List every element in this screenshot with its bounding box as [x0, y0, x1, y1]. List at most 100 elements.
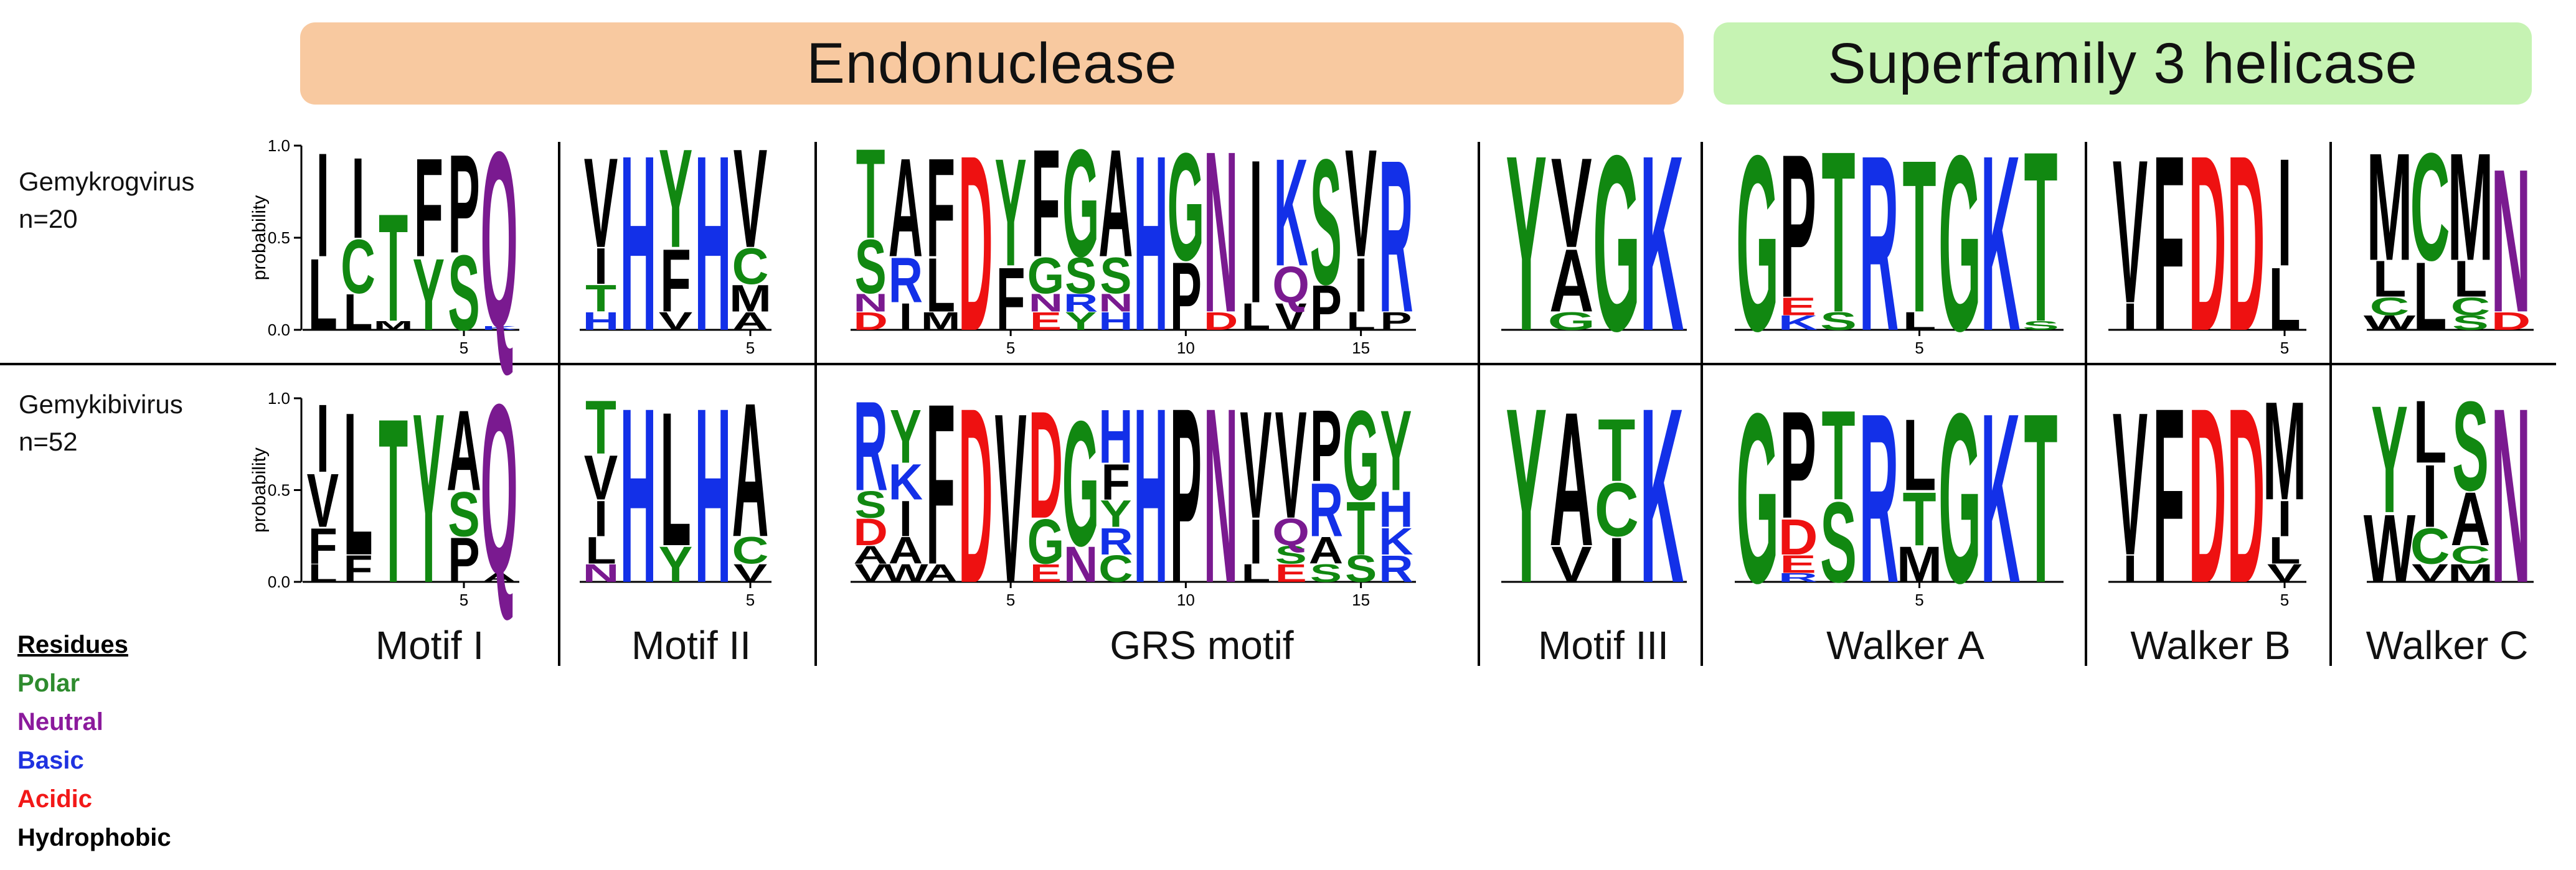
residue-letter: V [659, 306, 692, 335]
residue-letter: F [996, 250, 1026, 349]
helicase-banner: Superfamily 3 helicase [1714, 22, 2532, 105]
residue-letter: T [585, 385, 616, 470]
residue-letter: A [1549, 231, 1593, 331]
residue-letter: D [853, 510, 887, 553]
residue-letter: I [2422, 447, 2438, 546]
y-tick-label: 0.0 [268, 320, 290, 339]
residue-letter: V [584, 441, 618, 513]
residue-letter: W [2364, 494, 2416, 603]
residue-letter: V [1345, 118, 1377, 289]
motif-label: Walker B [2130, 623, 2291, 668]
residue-letter: K [1981, 103, 2021, 383]
residue-letter: S [1820, 307, 1857, 335]
residue-letter: G [1736, 362, 1779, 634]
residue-letter: C [732, 530, 769, 572]
residue-letter: Y [659, 536, 692, 593]
residue-letter: T [379, 370, 408, 632]
residue-letter: M [2448, 121, 2494, 293]
residue-letter: R [853, 375, 887, 517]
residue-legend: Residues Polar Neutral Basic Acidic Hydr… [17, 625, 171, 857]
residue-letter: I [2123, 295, 2137, 338]
residue-letter: Q [1272, 510, 1309, 553]
residue-letter: V [1551, 132, 1592, 274]
residue-letter: P [448, 125, 479, 283]
residue-letter: R [1098, 520, 1133, 563]
residue-letter: I [2277, 490, 2291, 547]
residue-letter: S [1310, 559, 1342, 587]
residue-letter: V [995, 363, 1027, 634]
residue-letter: D [1029, 379, 1063, 550]
residue-letter: D [2189, 103, 2227, 383]
residue-letter: Y [1065, 307, 1097, 335]
legend-item-polar: Polar [17, 670, 80, 697]
residue-letter: H [620, 357, 657, 635]
residue-letter: A [1549, 373, 1593, 586]
x-tick-label: 5 [746, 591, 755, 609]
residue-letter: N [1029, 289, 1063, 317]
x-tick-label: 10 [1177, 591, 1195, 609]
residue-letter: S [2022, 318, 2059, 332]
residue-letter: N [2491, 127, 2531, 355]
residue-letter: M [2367, 121, 2413, 293]
motif-label: Motif II [631, 623, 752, 668]
residue-letter: F [343, 547, 372, 590]
x-tick-label: 5 [1006, 339, 1015, 357]
residue-letter: E [1780, 292, 1816, 320]
residue-letter: P [1780, 380, 1816, 551]
residue-letter: P [1780, 112, 1816, 340]
residue-letter: L [660, 372, 691, 586]
residue-letter: T [379, 182, 408, 353]
motif-label: Motif III [1538, 623, 1669, 668]
motif-label: Walker A [1826, 623, 1984, 668]
residue-letter: F [2153, 356, 2185, 635]
residue-letter: L [1902, 398, 1936, 512]
residue-letter: I [316, 122, 329, 288]
residue-letter: R [1064, 289, 1098, 317]
residue-letter: D [2491, 307, 2531, 335]
residue-letter: H [620, 103, 657, 383]
residue-letter: G [1062, 118, 1100, 289]
residue-letter: P [448, 525, 479, 596]
residue-letter: M [2263, 373, 2306, 530]
residue-letter: A [732, 362, 769, 576]
residue-letter: S [855, 483, 887, 526]
residue-letter: Y [1380, 386, 1412, 514]
residue-letter: D [2189, 356, 2227, 635]
residue-letter: L [2453, 251, 2487, 308]
residue-letter: L [308, 559, 337, 588]
residue-letter: C [2410, 518, 2450, 574]
residue-letter: L [2268, 248, 2301, 348]
residue-letter: L [2268, 529, 2301, 572]
x-tick-label: 5 [2280, 339, 2289, 357]
residue-letter: N [1204, 356, 1238, 635]
legend-title: Residues [17, 631, 128, 658]
residue-letter: L [1241, 559, 1270, 587]
residue-letter: D [2227, 103, 2265, 383]
legend-item-neutral: Neutral [17, 708, 103, 736]
residue-letter: R [1379, 115, 1413, 358]
residue-letter: L [2413, 241, 2446, 350]
residue-letter: G [1547, 307, 1595, 336]
y-tick-label: 0.0 [268, 573, 290, 591]
residue-letter: C [2451, 292, 2491, 320]
residue-letter: V [307, 457, 339, 543]
residue-letter: M [1897, 536, 1943, 593]
residue-letter: Y [995, 127, 1027, 299]
residue-letter: D [853, 307, 887, 335]
residue-letter: P [1310, 389, 1342, 503]
residue-letter: V [2267, 559, 2302, 588]
residue-letter: L [343, 284, 372, 341]
residue-letter: D [958, 356, 993, 635]
residue-letter: A [446, 386, 481, 515]
residue-letter: L [343, 370, 372, 598]
residue-letter: R [1859, 362, 1899, 634]
residue-letter: Q [1272, 256, 1309, 313]
residue-letter: M [921, 307, 961, 335]
residue-letter: T [1821, 385, 1855, 527]
x-tick-label: 5 [746, 339, 755, 357]
residue-letter: R [1309, 467, 1343, 553]
x-tick-label: 5 [460, 591, 468, 609]
residue-letter: M [374, 318, 413, 332]
residue-letter: E [1780, 550, 1816, 578]
residue-letter: V [1551, 536, 1592, 593]
